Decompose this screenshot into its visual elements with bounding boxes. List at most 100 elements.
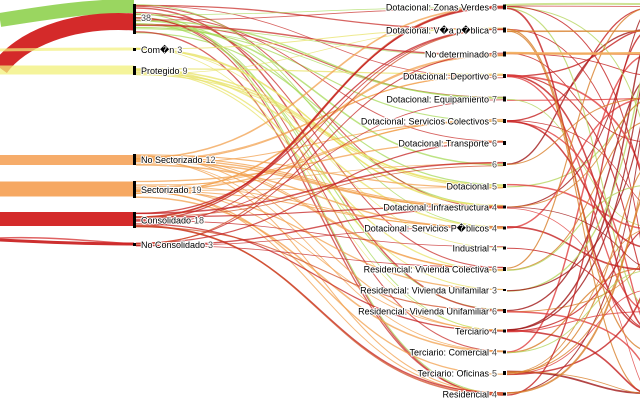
flow-link [135,155,504,332]
node-value: 4 [492,327,497,337]
node-value: 19 [192,185,202,195]
node-value: 6 [492,139,497,149]
node-bar [503,246,506,250]
node-bar [133,66,136,75]
downstream-link [506,263,640,313]
flow-links [135,4,504,396]
node-name: Residencial [442,390,489,400]
node-bar [503,392,506,396]
node-name: Dotacional: Equipamiento [386,95,489,105]
downstream-link [506,120,640,201]
node-bar [133,243,136,246]
downstream-link [506,7,640,304]
flow-link [135,27,504,75]
node-bar [503,162,506,166]
node-bar [503,184,506,188]
downstream-link [506,329,640,393]
node-bar [503,371,506,375]
node-name: Terciario [455,327,489,337]
node-value: 6 [492,265,497,275]
node-value: 4 [492,390,497,400]
node-bar [133,212,136,228]
node-bar [503,119,506,123]
flow-link [135,53,504,195]
downstream-link [506,97,640,101]
node-bar [503,309,506,313]
flow-link [135,140,504,183]
downstream-link [506,122,640,271]
node-bar [503,4,506,10]
downstream-link [506,53,640,75]
node-bar [503,205,506,209]
flow-link [135,196,504,353]
node-name: Protegido [141,66,180,76]
downstream-link [506,19,640,208]
right-node[interactable]: 6 [491,159,506,171]
flow-link [135,6,504,159]
flow-link [135,223,504,332]
flow-link [135,159,504,394]
node-label: 6 [492,160,497,170]
downstream-link [506,230,640,374]
left-node[interactable]: 38 [133,4,152,34]
flow-link [135,226,504,312]
downstream-link [504,51,640,55]
flow-link [135,205,504,218]
node-value: 6 [492,307,497,317]
downstream-link [506,30,640,392]
downstream-link [506,121,640,316]
downstream-link [506,271,640,354]
flow-link [135,226,504,247]
flow-link [135,220,504,248]
flow-link [135,6,504,218]
downstream-link [506,28,640,349]
node-value: 4 [492,203,497,213]
flow-link [135,7,504,311]
node-value: 3 [177,45,182,55]
flow-link [135,23,504,166]
node-value: 3 [492,286,497,296]
node-name: Dotacional: V�a p�blica [386,25,489,36]
node-value: 5 [492,369,497,379]
flow-link [135,99,504,222]
node-value: 18 [194,216,204,226]
node-value: 3 [208,240,213,250]
flow-in-38-lower [0,13,135,74]
flow-link [135,190,504,375]
node-name: Dotacional: Servicios Colectivos [361,117,490,127]
node-name: Dotacional: Servicios P�blicos [364,223,489,234]
